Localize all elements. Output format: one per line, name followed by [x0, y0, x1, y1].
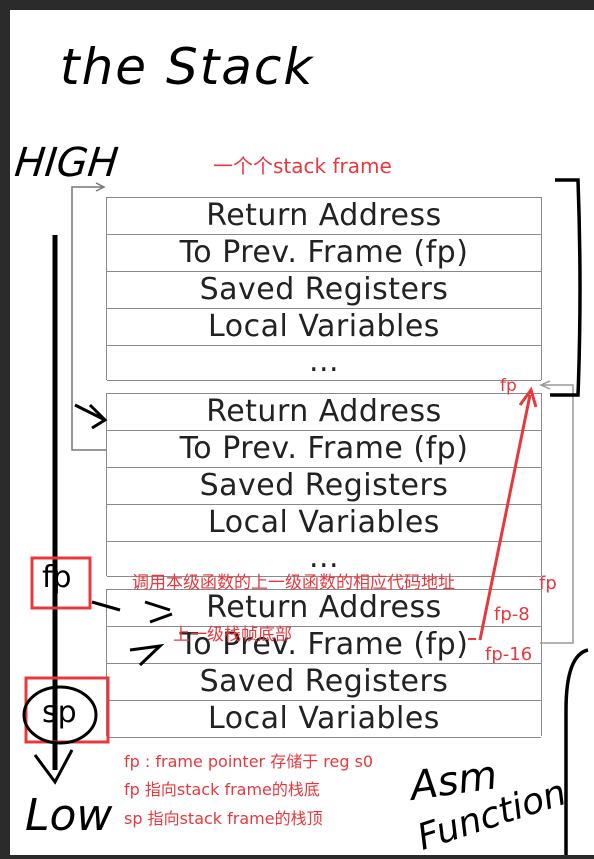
frame-bracket-bottom — [564, 648, 589, 855]
prev-frame-link-2 — [540, 384, 574, 644]
frame1-local-variables: Local Variables — [107, 309, 541, 346]
frame3-saved-registers: Saved Registers — [107, 664, 541, 701]
prev-frame-note: 上一级栈帧底部 — [173, 625, 292, 645]
low-label: Low — [25, 790, 113, 841]
fp-minus-8-label: fp-8 — [494, 604, 530, 625]
annotation-strokes — [22, 178, 589, 855]
stack-frame-2: Return Address To Prev. Frame (fp) Saved… — [106, 393, 542, 577]
frame2-local-variables: Local Variables — [107, 505, 541, 542]
frame2-entry-arrow — [74, 403, 108, 430]
diagram-title: the Stack — [60, 38, 315, 96]
sp-label: sp — [42, 695, 77, 730]
fp-red-arrowhead — [518, 386, 538, 408]
fp-to-prev-arrow — [129, 643, 165, 667]
fp-label: fp — [42, 560, 72, 595]
frame1-ellipsis: ... — [107, 344, 541, 381]
frame3-prev-frame: To Prev. Frame (fp) — [107, 627, 541, 664]
prev-frame-link-1-head — [95, 182, 106, 192]
stack-frame-1: Return Address To Prev. Frame (fp) Saved… — [106, 197, 542, 381]
fp-top-label: fp — [500, 376, 517, 396]
fp-to-return-arrow — [91, 600, 173, 624]
frame1-return-address: Return Address — [107, 198, 541, 235]
frame2-return-address: Return Address — [107, 394, 541, 431]
frame2-ellipsis: ... — [107, 540, 541, 577]
legend-line-3: sp 指向stack frame的栈顶 — [124, 809, 323, 828]
frame3-return-address: Return Address — [107, 590, 541, 627]
stack-frame-annotation: 一个个stack frame — [213, 154, 392, 178]
return-addr-note: 调用本级函数的上一级函数的相应代码地址 — [132, 573, 455, 593]
fp-box — [30, 556, 92, 610]
stack-diagram-canvas: the Stack HIGH 一个个stack frame Return Add… — [10, 10, 594, 859]
legend-line-1: fp : frame pointer 存储于 reg s0 — [124, 752, 374, 771]
fp-right-label: fp — [539, 573, 557, 594]
stack-frame-3: Return Address To Prev. Frame (fp) Saved… — [106, 589, 542, 738]
fp-red-arrow — [478, 394, 532, 641]
prev-frame-link-2-head — [539, 380, 551, 390]
frame2-prev-frame: To Prev. Frame (fp) — [107, 431, 541, 468]
frame2-saved-registers: Saved Registers — [107, 468, 541, 505]
frame-bracket-top — [550, 178, 582, 397]
legend-line-2: fp 指向stack frame的栈底 — [124, 780, 320, 799]
frame1-prev-frame: To Prev. Frame (fp) — [107, 235, 541, 272]
frame3-local-variables: Local Variables — [107, 701, 541, 738]
sp-circle — [22, 685, 98, 745]
high-to-low-arrowhead — [33, 749, 74, 785]
fp-minus-16-label: fp-16 — [485, 644, 533, 665]
frame1-saved-registers: Saved Registers — [107, 272, 541, 309]
prev-frame-link-1 — [71, 186, 106, 451]
